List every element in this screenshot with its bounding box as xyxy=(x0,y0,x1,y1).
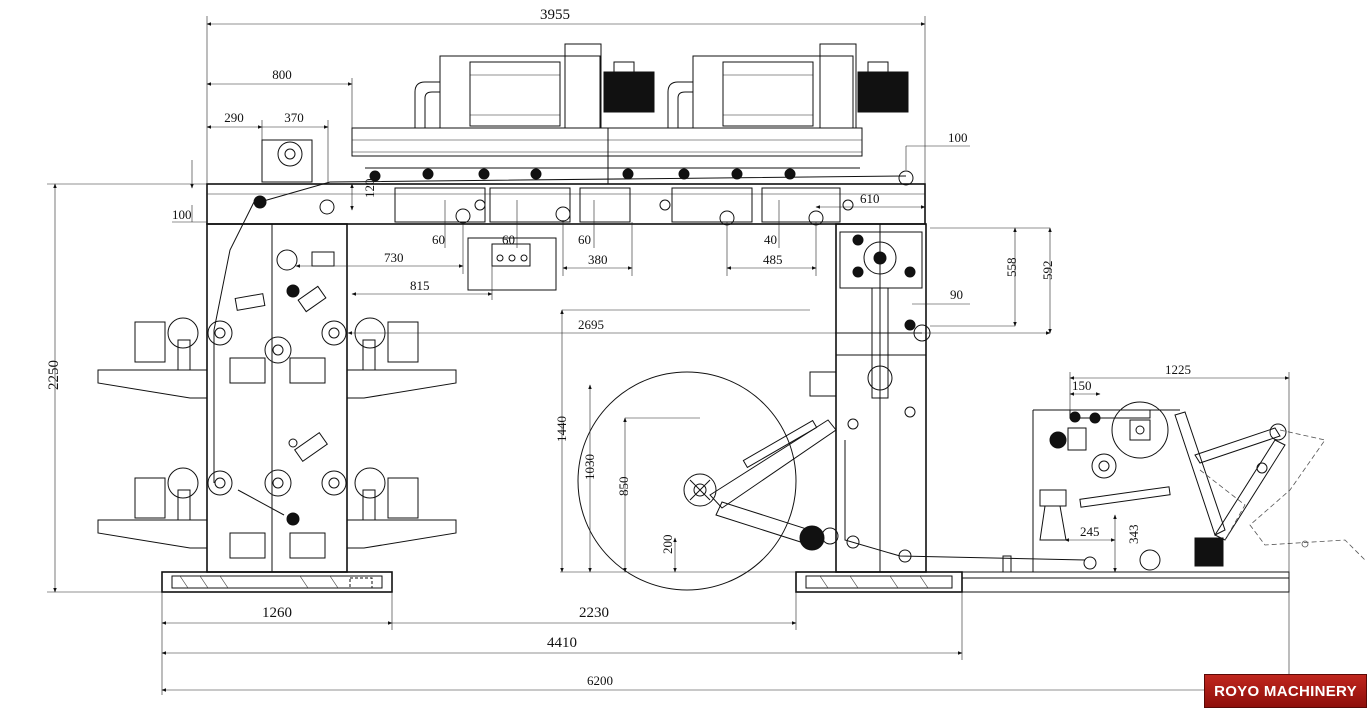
dim-2695: 2695 xyxy=(578,317,604,332)
base-left xyxy=(161,571,393,593)
control-box xyxy=(467,237,557,291)
dim-610: 610 xyxy=(860,191,880,206)
base-unwind xyxy=(961,555,1290,593)
dim-1260: 1260 xyxy=(262,605,292,621)
gear-motor xyxy=(261,139,313,183)
dryer-motor-unit-left xyxy=(414,43,655,129)
dryer-motor-unit-right xyxy=(667,43,909,129)
inking-unit-bottom-left xyxy=(97,467,208,549)
rewind-reel xyxy=(577,371,839,591)
printing-unit-frame xyxy=(206,175,907,573)
inking-unit-bottom-right xyxy=(346,467,457,549)
dim-592: 592 xyxy=(1040,261,1055,281)
dim-800: 800 xyxy=(272,67,292,82)
dim-485: 485 xyxy=(763,252,783,267)
dim-100-left: 100 xyxy=(172,207,192,222)
dim-343: 343 xyxy=(1126,525,1141,545)
brand-label: ROYO MACHINERY xyxy=(1214,682,1357,700)
top-beam xyxy=(206,167,926,226)
dim-4410: 4410 xyxy=(547,635,577,651)
inking-unit-top-left xyxy=(97,317,208,399)
dim-2230: 2230 xyxy=(579,605,609,621)
dim-200: 200 xyxy=(660,535,675,555)
dim-370: 370 xyxy=(284,110,304,125)
dim-1030: 1030 xyxy=(582,454,597,480)
swing-path-dashed xyxy=(1199,429,1366,561)
dim-1440: 1440 xyxy=(554,416,569,442)
brand-logo-badge: ROYO MACHINERY xyxy=(1204,674,1367,708)
dim-150: 150 xyxy=(1072,378,1092,393)
dimension-lines xyxy=(47,16,1290,696)
base-right xyxy=(795,571,963,593)
dim-120: 120 xyxy=(362,179,377,199)
dim-1225: 1225 xyxy=(1165,362,1191,377)
dryer-duct xyxy=(351,127,863,184)
dimension-labels: 3955 800 290 370 100 120 100 610 60 60 6… xyxy=(46,7,1191,688)
dim-850: 850 xyxy=(616,477,631,497)
dim-40: 40 xyxy=(764,232,777,247)
dim-730: 730 xyxy=(384,250,404,265)
dim-558: 558 xyxy=(1004,258,1019,278)
dim-380: 380 xyxy=(588,252,608,267)
dim-60-a: 60 xyxy=(432,232,445,247)
dim-100-right: 100 xyxy=(948,130,968,145)
dim-60-c: 60 xyxy=(578,232,591,247)
dim-290: 290 xyxy=(224,110,244,125)
inking-unit-top-right xyxy=(346,317,457,399)
dim-245: 245 xyxy=(1080,524,1100,539)
dim-90: 90 xyxy=(950,287,963,302)
dim-60-b: 60 xyxy=(502,232,515,247)
dim-815: 815 xyxy=(410,278,430,293)
dim-6200: 6200 xyxy=(587,673,613,688)
dim-2250: 2250 xyxy=(46,360,62,390)
unwind-unit xyxy=(1032,401,1287,572)
dim-3955: 3955 xyxy=(540,7,570,23)
